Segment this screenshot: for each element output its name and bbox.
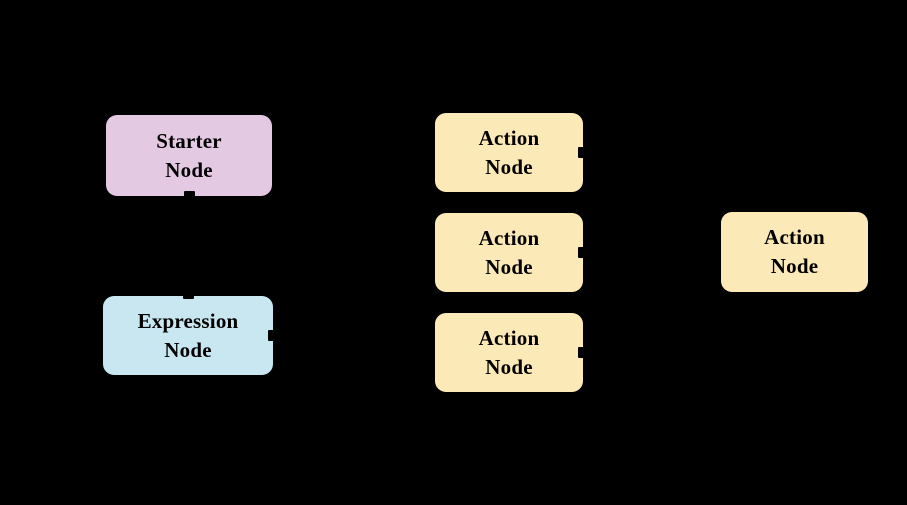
action-node-2[interactable]: Action Node [435,213,584,292]
action-node-3-label: Action Node [478,325,540,379]
starter-node[interactable]: Starter Node [106,115,272,197]
starter-node-port-bottom[interactable] [184,191,195,197]
action-node-2-port-right[interactable] [578,247,584,258]
expression-node-port-right[interactable] [268,330,274,341]
action-node-1-label: Action Node [478,125,540,179]
action-node-1[interactable]: Action Node [435,113,584,192]
starter-node-label: Starter Node [156,128,222,182]
action-node-3-port-right[interactable] [578,347,584,358]
action-node-2-label: Action Node [478,225,540,279]
expression-node-label: Expression Node [137,308,239,362]
action-node-1-port-right[interactable] [578,147,584,158]
action-node-4-label: Action Node [764,225,825,278]
action-node-4[interactable]: Action Node [721,212,868,292]
expression-node-port-top[interactable] [183,295,194,299]
expression-node[interactable]: Expression Node [103,295,274,375]
action-node-3[interactable]: Action Node [435,313,584,392]
